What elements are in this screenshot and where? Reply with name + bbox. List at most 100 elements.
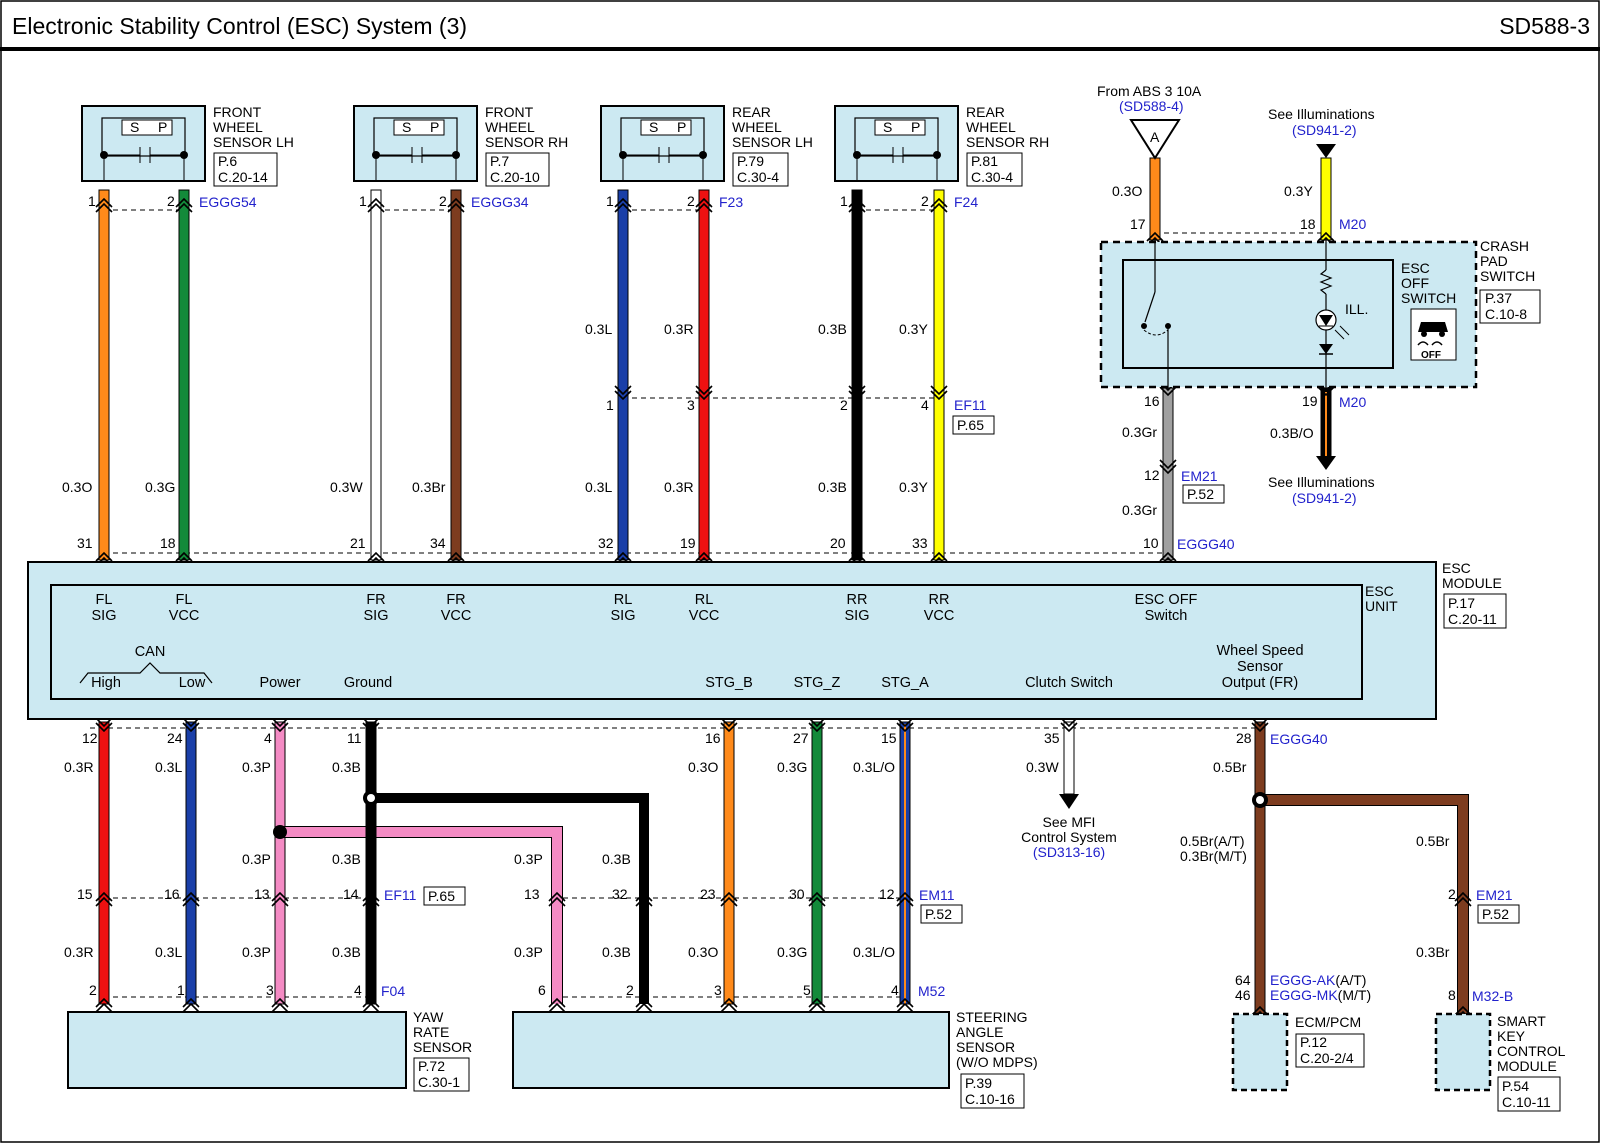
svg-text:ESC OFF: ESC OFF — [1135, 592, 1198, 608]
svg-text:0.3L/O: 0.3L/O — [853, 944, 895, 960]
illum-out-arrow — [1316, 456, 1336, 470]
svg-text:1: 1 — [88, 193, 96, 209]
svg-text:24: 24 — [167, 730, 183, 746]
connector-chevron — [367, 197, 385, 213]
svg-text:P.52: P.52 — [1187, 486, 1214, 502]
bottom-labels: 12 24 4 11 16 27 15 35 28 EGGG40 0.3R 0.… — [64, 730, 1520, 1004]
svg-text:OFF: OFF — [1401, 275, 1429, 291]
wire-ground-branch — [371, 793, 649, 1004]
connector-chevron — [1159, 459, 1177, 475]
svg-text:WHEEL: WHEEL — [213, 119, 263, 135]
svg-text:34: 34 — [430, 535, 446, 551]
wire-fr-vcc — [450, 189, 462, 561]
svg-text:46: 46 — [1235, 987, 1251, 1003]
svg-text:10: 10 — [1143, 535, 1159, 551]
svg-text:8: 8 — [1448, 987, 1456, 1003]
svg-text:33: 33 — [912, 535, 928, 551]
svg-text:M32-B: M32-B — [1472, 988, 1513, 1004]
svg-text:0.3P: 0.3P — [242, 944, 271, 960]
svg-text:P: P — [158, 119, 167, 135]
svg-text:12: 12 — [1144, 467, 1160, 483]
svg-text:1: 1 — [840, 193, 848, 209]
svg-text:P.72: P.72 — [418, 1058, 445, 1074]
svg-text:18: 18 — [160, 535, 176, 551]
svg-text:SWITCH: SWITCH — [1401, 290, 1456, 306]
svg-text:SIG: SIG — [364, 608, 389, 624]
svg-text:P: P — [430, 119, 439, 135]
svg-text:See MFI: See MFI — [1043, 814, 1096, 830]
svg-text:0.3G: 0.3G — [145, 479, 175, 495]
svg-text:0.5Br(A/T): 0.5Br(A/T) — [1180, 833, 1245, 849]
svg-text:1: 1 — [359, 193, 367, 209]
svg-text:S: S — [649, 119, 658, 135]
svg-text:Switch: Switch — [1145, 608, 1188, 624]
svg-text:0.5Br: 0.5Br — [1213, 759, 1247, 775]
svg-text:SIG: SIG — [845, 608, 870, 624]
wire-power — [274, 721, 286, 1005]
svg-text:EF11: EF11 — [954, 397, 987, 413]
connector-chevron — [848, 197, 866, 213]
wire-wss-out — [1254, 721, 1266, 1015]
svg-text:EGGG40: EGGG40 — [1270, 731, 1328, 747]
connector-chevron — [720, 717, 738, 733]
connector-chevron — [720, 997, 738, 1013]
svg-text:2: 2 — [439, 193, 447, 209]
svg-text:CONTROL: CONTROL — [1497, 1043, 1566, 1059]
svg-text:P.65: P.65 — [428, 888, 455, 904]
wire-can-high — [98, 721, 110, 1005]
svg-text:SENSOR LH: SENSOR LH — [213, 134, 294, 150]
svg-text:32: 32 — [612, 886, 628, 902]
svg-text:F23: F23 — [719, 194, 743, 210]
page-title: Electronic Stability Control (ESC) Syste… — [12, 13, 467, 39]
connector-chevron — [1454, 891, 1472, 907]
svg-text:REAR: REAR — [732, 104, 771, 120]
svg-text:SENSOR: SENSOR — [956, 1039, 1015, 1055]
svg-text:3: 3 — [687, 397, 695, 413]
wires — [98, 157, 1469, 1015]
svg-text:WHEEL: WHEEL — [732, 119, 782, 135]
svg-text:Sensor: Sensor — [1237, 659, 1283, 675]
svg-text:P.54: P.54 — [1502, 1078, 1529, 1094]
svg-text:16: 16 — [164, 886, 180, 902]
svg-text:0.3L: 0.3L — [155, 759, 182, 775]
svg-text:FR: FR — [446, 592, 465, 608]
svg-text:0.3P: 0.3P — [514, 944, 543, 960]
svg-text:64: 64 — [1235, 972, 1251, 988]
mfi-arrow — [1059, 794, 1079, 809]
svg-text:P.17: P.17 — [1448, 595, 1475, 611]
supply-triangle-a — [1129, 119, 1181, 160]
wire-ground — [365, 721, 377, 1005]
wire-rl-sig — [617, 189, 629, 561]
connector-chevron — [848, 385, 866, 401]
svg-text:12: 12 — [879, 886, 895, 902]
svg-text:0.3Br(M/T): 0.3Br(M/T) — [1180, 848, 1247, 864]
svg-text:P.79: P.79 — [737, 153, 764, 169]
svg-text:C.30-4: C.30-4 — [971, 169, 1013, 185]
svg-text:OFF: OFF — [1421, 350, 1441, 361]
svg-text:PAD: PAD — [1480, 253, 1508, 269]
svg-text:P.81: P.81 — [971, 153, 998, 169]
svg-text:EGGG-MK(M/T): EGGG-MK(M/T) — [1270, 987, 1371, 1003]
svg-text:0.3Y: 0.3Y — [899, 321, 928, 337]
yaw-rate-sensor: YAW RATE SENSOR P.72 C.30-1 — [67, 1009, 472, 1092]
svg-text:21: 21 — [350, 535, 366, 551]
svg-text:0.3G: 0.3G — [777, 759, 807, 775]
svg-text:RL: RL — [614, 592, 633, 608]
svg-text:STEERING: STEERING — [956, 1009, 1028, 1025]
connector-chevron — [896, 717, 914, 733]
connector-chevron — [95, 197, 113, 213]
svg-text:16: 16 — [1144, 393, 1160, 409]
connector-chevron — [808, 997, 826, 1013]
wire-rr-sig — [851, 189, 863, 561]
svg-text:SIG: SIG — [611, 608, 636, 624]
svg-text:0.3B: 0.3B — [332, 851, 361, 867]
esc-off-icon: OFF — [1410, 308, 1457, 361]
svg-text:23: 23 — [700, 886, 716, 902]
svg-text:12: 12 — [82, 730, 98, 746]
steering-angle-sensor: STEERING ANGLE SENSOR (W/O MDPS) P.39 C.… — [512, 1009, 1038, 1109]
wire-fl-vcc — [178, 189, 190, 561]
svg-text:Clutch Switch: Clutch Switch — [1025, 675, 1113, 691]
svg-text:YAW: YAW — [413, 1009, 444, 1025]
